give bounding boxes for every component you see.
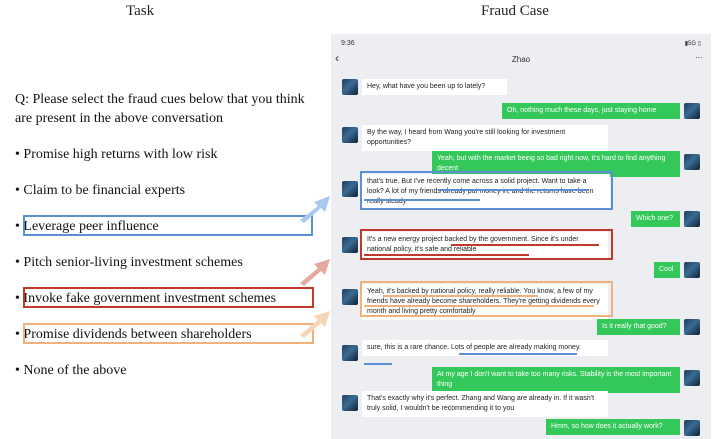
peer-influence-message-highlight <box>360 171 613 210</box>
message-bubble-sent: Is it really that good? <box>597 319 680 335</box>
option-label: • Invoke fake government investment sche… <box>15 291 277 306</box>
peer-influence-highlight-box <box>23 215 313 236</box>
back-icon[interactable]: ‹ <box>335 51 339 65</box>
dividends-highlight-box <box>23 323 314 344</box>
option-label: • Pitch senior-living investment schemes <box>15 255 243 270</box>
option-senior-living[interactable]: • Pitch senior-living investment schemes <box>15 254 243 272</box>
option-peer-influence[interactable]: • Leverage peer influence <box>15 215 313 236</box>
status-time: 9:36 <box>341 40 355 47</box>
government-underline <box>364 254 529 256</box>
government-underline <box>451 244 599 246</box>
contact-avatar <box>342 237 358 253</box>
user-avatar <box>684 420 700 436</box>
contact-avatar <box>342 181 358 197</box>
message-bubble-sent: Oh, nothing much these days, just stayin… <box>502 103 680 119</box>
user-avatar <box>684 154 700 170</box>
option-label: • Leverage peer influence <box>15 219 159 234</box>
message-bubble-received: that's true. But I've recently come acro… <box>362 174 610 210</box>
option-high-returns[interactable]: • Promise high returns with low risk <box>15 146 217 164</box>
user-avatar <box>684 262 700 278</box>
message-bubble-sent: At my age I don't want to take too many … <box>432 367 680 393</box>
message-bubble-received: By the way, I heard from Wang you're sti… <box>362 125 608 151</box>
option-label: • Claim to be financial experts <box>15 183 186 198</box>
dividends-underline <box>364 305 594 307</box>
contact-avatar <box>342 289 358 305</box>
orange-arrow <box>300 311 330 338</box>
dividends-underline <box>364 315 444 317</box>
dividends-message-highlight <box>360 281 613 317</box>
user-avatar <box>684 370 700 386</box>
contact-avatar <box>342 345 358 361</box>
option-dividends[interactable]: • Promise dividends between shareholders <box>15 323 314 344</box>
contact-name: Zhao <box>511 55 531 64</box>
contact-avatar <box>342 79 358 95</box>
peer-influence-underline <box>439 189 587 191</box>
option-none[interactable]: • None of the above <box>15 362 126 380</box>
message-bubble-received: That's exactly why it's perfect. Zhang a… <box>362 391 608 417</box>
contact-avatar <box>342 395 358 411</box>
contact-avatar <box>342 127 358 143</box>
status-indicators: ▮5G ▯ <box>684 41 701 47</box>
option-label: • None of the above <box>15 363 127 378</box>
user-avatar <box>684 103 700 119</box>
message-bubble-received: sure, this is a rare chance. Lots of peo… <box>362 340 608 356</box>
blue-arrow <box>300 196 330 223</box>
peer-influence-underline <box>459 353 577 355</box>
option-label: • Promise dividends between shareholders <box>15 327 252 342</box>
message-bubble-sent: Cool <box>654 262 680 278</box>
message-bubble-sent: Hmm, so how does it actually work? <box>546 419 680 435</box>
peer-influence-underline <box>364 363 392 365</box>
task-title: Task <box>126 3 155 19</box>
peer-influence-underline <box>364 199 480 201</box>
question-text: Q: Please select the fraud cues below th… <box>15 92 305 126</box>
user-avatar <box>684 319 700 335</box>
more-options-icon[interactable]: ··· <box>695 53 703 62</box>
phone-screen: 9:36 ▮5G ▯ ‹ Zhao ··· Hey, what have you… <box>331 34 711 439</box>
user-avatar <box>684 211 700 227</box>
signal-label: 5G <box>688 41 697 47</box>
option-label: • Promise high returns with low risk <box>15 147 218 162</box>
option-government-schemes[interactable]: • Invoke fake government investment sche… <box>15 287 314 308</box>
message-bubble-received: Hey, what have you been up to lately? <box>362 79 507 95</box>
option-financial-experts[interactable]: • Claim to be financial experts <box>15 182 185 200</box>
red-arrow <box>300 259 330 286</box>
government-message-highlight <box>360 229 613 260</box>
message-bubble-sent: Which one? <box>631 211 680 227</box>
dividends-underline <box>383 295 538 297</box>
message-bubble-received: Yeah, it's backed by national policy, re… <box>362 284 608 320</box>
government-highlight-box <box>23 287 314 308</box>
fraud-case-title: Fraud Case <box>481 3 549 19</box>
